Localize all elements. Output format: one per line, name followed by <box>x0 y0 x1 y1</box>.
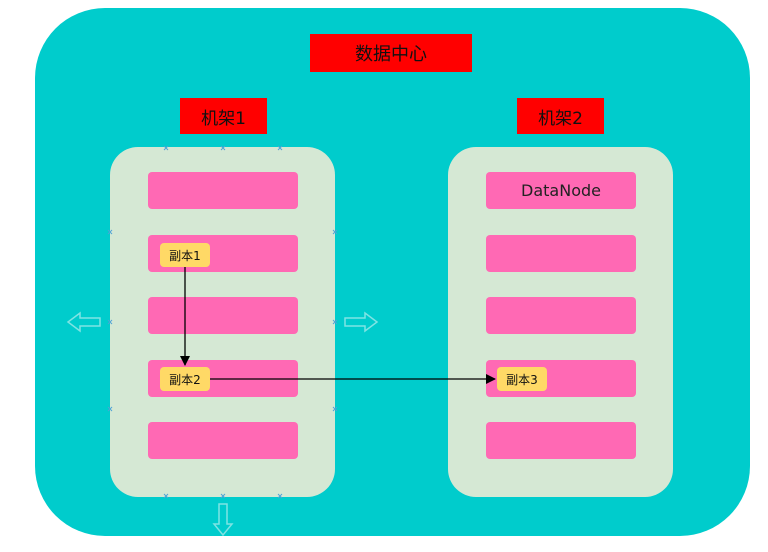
selection-handles <box>107 145 338 499</box>
rack-1-title: 机架1 <box>180 98 267 134</box>
datacenter-title: 数据中心 <box>310 34 472 72</box>
arrow-left-icon <box>66 311 101 333</box>
rack-1-title-text: 机架1 <box>201 108 246 129</box>
arrow-down-icon <box>212 503 234 537</box>
replica-label: 副本3 <box>506 372 538 387</box>
replica-1: 副本1 <box>160 243 210 267</box>
rack-2-datanode-5 <box>486 422 636 459</box>
rack-1-datanode-1 <box>148 172 298 209</box>
rack-1-datanode-5 <box>148 422 298 459</box>
rack-2-title-text: 机架2 <box>538 108 583 129</box>
arrow-right-icon <box>344 311 379 333</box>
rack-2-datanode-3 <box>486 297 636 334</box>
replica-2: 副本2 <box>160 367 210 391</box>
rack-2-datanode-2 <box>486 235 636 272</box>
rack-1-datanode-3 <box>148 297 298 334</box>
replica-label: 副本2 <box>169 372 201 387</box>
replica-label: 副本1 <box>169 248 201 263</box>
rack-2-datanode-1: DataNode <box>486 172 636 209</box>
node-label: DataNode <box>521 181 601 200</box>
datacenter-title-text: 数据中心 <box>355 44 427 65</box>
rack-2-title: 机架2 <box>517 98 604 134</box>
replica-3: 副本3 <box>497 367 547 391</box>
